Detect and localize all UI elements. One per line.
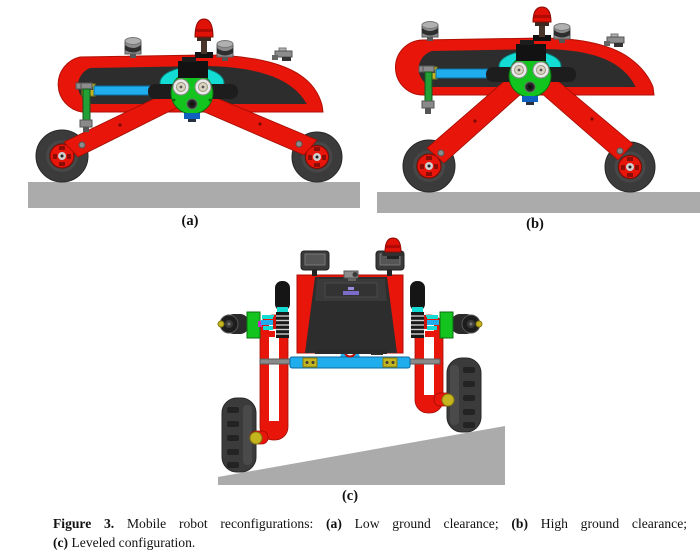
caption-line-2: (c) Leveled configuration. [53, 533, 687, 552]
subfigure-b [370, 5, 700, 217]
antenna-module [272, 47, 293, 61]
shock-absorber [421, 65, 435, 114]
central-gear-mechanism [486, 50, 576, 105]
ground-bar [28, 182, 360, 208]
display-pod-left [300, 250, 330, 276]
robot-c-illustration [217, 237, 505, 485]
warning-beacon [532, 6, 552, 41]
subfigure-c [165, 235, 535, 487]
camera-pod-left [421, 21, 439, 41]
side-assembly-right [410, 281, 483, 339]
label-b: (b) [526, 216, 544, 232]
warning-beacon [194, 18, 214, 58]
subfigure-a [20, 5, 360, 213]
wheel-left [221, 397, 257, 473]
label-c: (c) [341, 488, 359, 504]
caption-marker-a: (a) [326, 516, 342, 531]
caption-text-a: Low ground clearance; [354, 516, 499, 531]
robot-b-illustration [377, 6, 700, 213]
antenna-module [604, 33, 625, 47]
wheel-right [446, 357, 482, 433]
side-assembly-left [217, 281, 290, 339]
warning-beacon [382, 237, 404, 259]
leg-left [249, 314, 289, 445]
ground-bar [377, 192, 700, 213]
robot-a-illustration [28, 18, 360, 208]
battery-box [178, 57, 208, 78]
camera-pod-right [216, 40, 234, 61]
shock-absorber [79, 82, 93, 132]
camera-pod-left [124, 37, 142, 58]
battery-box [516, 40, 546, 61]
caption-line-1: Figure 3. Mobile robot reconfigurations:… [53, 514, 687, 533]
figure-caption: Figure 3. Mobile robot reconfigurations:… [53, 514, 687, 553]
label-a: (a) [181, 213, 199, 229]
caption-tag: Figure 3. [53, 516, 115, 531]
sloped-ground [218, 426, 505, 485]
chassis-body [296, 274, 404, 354]
caption-intro: Mobile robot reconfigurations: [126, 516, 314, 531]
caption-text-b: High ground clearance; [540, 516, 688, 531]
caption-marker-b: (b) [511, 516, 528, 531]
caption-text-c: Leveled configuration. [71, 535, 196, 551]
camera-pod-right [553, 23, 571, 43]
caption-marker-c: (c) [53, 535, 69, 551]
front-camera [343, 270, 359, 281]
